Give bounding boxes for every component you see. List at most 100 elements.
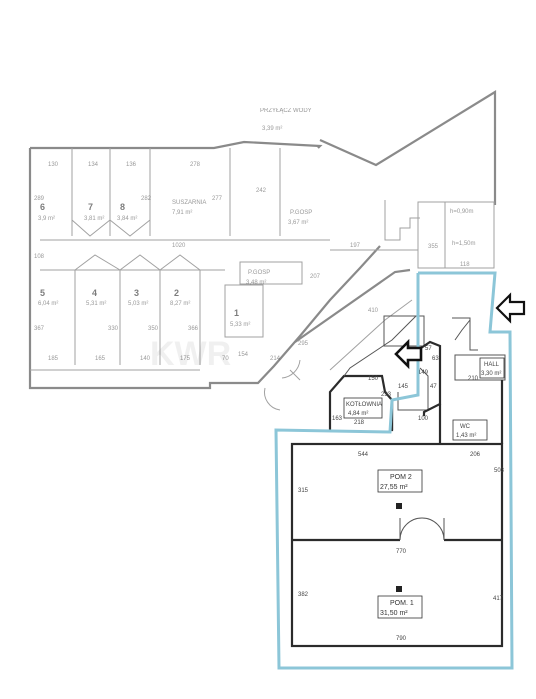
plan-stroke: [396, 503, 402, 509]
plan-label: 295: [298, 341, 309, 347]
wc-box: [452, 419, 488, 441]
plan-stroke: [290, 442, 504, 648]
plan-stroke: [384, 200, 420, 241]
plan-label: 6,04 m²: [38, 301, 58, 307]
plan-stroke: [454, 319, 471, 341]
plan-label: 3,81 m²: [84, 216, 104, 222]
main-rooms: [290, 380, 504, 648]
plan-label: 3,39 m²: [262, 126, 282, 132]
plan-label: 210: [468, 376, 479, 382]
plan-label: 197: [350, 243, 361, 249]
plan-stroke: [71, 219, 111, 237]
entrance-arrow-center: [394, 338, 423, 370]
plan-label: 218: [354, 420, 365, 426]
plan-label: 185: [48, 356, 59, 362]
plan-label: P.GOSP: [248, 270, 270, 276]
plan-stroke: [454, 354, 506, 381]
plan-label: 27,55 m²: [380, 484, 408, 491]
plan-label: 150: [368, 376, 379, 382]
plan-stroke: [396, 586, 402, 592]
plan-stroke: [109, 219, 151, 237]
plan-label: 5,31 m²: [86, 301, 106, 307]
plan-label: 5: [40, 288, 45, 298]
plan-label: 136: [126, 162, 137, 168]
plan-label: 108: [34, 254, 45, 260]
plan-label: 1020: [172, 243, 186, 249]
pom1-box: [377, 595, 423, 619]
main-labels: 544 206 503 315 770 382 417 790 POM 2 27…: [298, 452, 505, 642]
plan-label: HALL: [484, 362, 500, 368]
plan-label: 278: [190, 162, 201, 168]
plan-label: 3,84 m²: [117, 216, 137, 222]
storage-labels: 130 134 136 278 289 282 277 242 1020 197…: [34, 108, 476, 362]
plan-label: 277: [212, 196, 223, 202]
plan-label: 503: [494, 468, 505, 474]
plan-label: 355: [428, 244, 439, 250]
plan-label: 330: [108, 326, 119, 332]
plan-label: 242: [256, 188, 267, 194]
plan-label: 417: [493, 596, 504, 602]
plan-label: 315: [298, 488, 309, 494]
plan-label: KOTŁOWNIA: [346, 402, 382, 408]
plan-stroke: [294, 268, 411, 343]
plan-stroke: [329, 299, 413, 371]
plan-stroke: [452, 317, 478, 351]
plan-stroke: [159, 254, 201, 271]
plan-label: 214: [270, 356, 281, 362]
plan-stroke: [417, 340, 442, 416]
plan-label: 2: [174, 288, 179, 298]
top-diagonal-wall: [319, 90, 497, 205]
plan-stroke: [224, 284, 264, 338]
storage-top-wall: [30, 140, 323, 150]
storage-block: [28, 90, 497, 411]
plan-label: 63: [432, 356, 439, 362]
plan-label: 410: [368, 308, 379, 314]
plan-label: 282: [141, 196, 152, 202]
plan-label: 5,33 m²: [230, 322, 250, 328]
plan-label: 130: [48, 162, 59, 168]
plan-label: P.GOSP: [290, 210, 312, 216]
plan-label: 57: [425, 346, 432, 352]
plan-label: 3,30 m²: [481, 371, 501, 377]
arrow-left-center-icon: [394, 338, 423, 370]
plan-label: 6: [40, 202, 45, 212]
plan-label: 165: [95, 356, 106, 362]
plan-label: 4: [92, 288, 97, 298]
plan-stroke: [281, 359, 301, 379]
plan-label: 134: [88, 162, 99, 168]
plan-label: 544: [358, 452, 369, 458]
plan-label: 350: [148, 326, 159, 332]
plan-stroke: [421, 517, 445, 541]
plan-label: 233: [381, 392, 392, 398]
plan-label: h=0,90m: [450, 209, 474, 215]
central-labels: 150 233 145 218 163 47 149 100 57 63 210…: [332, 346, 505, 441]
plan-label: 207: [310, 274, 321, 280]
plan-label: 1: [234, 308, 239, 318]
plan-stroke: [343, 315, 417, 377]
plan-label: 100: [418, 416, 429, 422]
storage-outline: [28, 148, 381, 390]
plan-label: 163: [332, 416, 343, 422]
plan-label: POM 2: [390, 474, 412, 481]
plan-label: 366: [188, 326, 199, 332]
arrow-left-icon: [495, 292, 526, 324]
plan-label: 3,67 m²: [288, 220, 308, 226]
plan-label: 5,03 m²: [128, 301, 148, 307]
plan-stroke: [239, 261, 303, 285]
plan-label: 47: [430, 384, 437, 390]
plan-label: 3,48 m²: [246, 280, 266, 286]
plan-label: WC: [460, 424, 471, 430]
kotlownia-box: [343, 397, 383, 419]
highlight-outline: [274, 271, 514, 670]
plan-label: 118: [460, 262, 470, 268]
plan-label: 70: [222, 356, 229, 362]
plan-stroke: [399, 517, 423, 541]
pom2-box: [377, 469, 423, 493]
plan-label: 145: [398, 384, 409, 390]
plan-stroke: [289, 369, 301, 381]
plan-label: 206: [470, 452, 481, 458]
plan-label: 4,84 m²: [348, 411, 368, 417]
plan-label: 367: [34, 326, 45, 332]
plan-stroke: [264, 387, 281, 411]
